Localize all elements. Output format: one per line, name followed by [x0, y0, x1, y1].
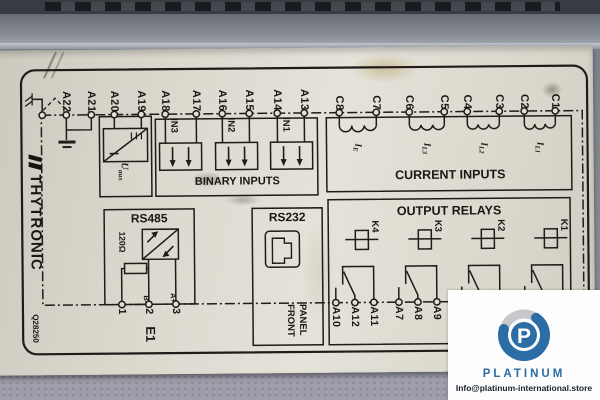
terminal-label: A22 — [60, 91, 73, 114]
aux-supply-box — [98, 115, 153, 198]
terminal-label: A7 — [392, 306, 406, 321]
front-panel-box — [251, 207, 325, 347]
binary-inputs-box — [154, 115, 319, 198]
current-inputs-box — [325, 113, 573, 193]
termination-resistor-value: 120Ω — [117, 231, 128, 253]
jumper-link — [42, 97, 67, 111]
brand-name: THYTRONIC — [26, 174, 45, 271]
rs485-box — [103, 208, 196, 306]
terminal-label: C8 — [333, 95, 346, 111]
terminal-label: A19 — [135, 90, 148, 113]
terminal-label: A12 — [348, 306, 362, 328]
transceiver-arrowheads-icon — [151, 231, 170, 258]
ct-label: IE — [351, 143, 363, 152]
watermark-email: Info@platinum-international.store — [455, 383, 593, 393]
rs232-title: RS232 — [268, 209, 306, 225]
ct-label: IL2 — [477, 142, 489, 154]
label-code: Q28250 — [30, 314, 41, 343]
terminal-label: C3 — [493, 94, 506, 110]
thytronic-logo-icon — [28, 154, 42, 171]
relay-name: K3 — [432, 219, 444, 233]
input-arrowheads-icon — [169, 158, 303, 168]
terminal-label: A14 — [271, 89, 284, 112]
terminal-label: A21 — [85, 91, 98, 113]
terminal-label: C5 — [438, 94, 451, 110]
terminal-label: A10 — [329, 306, 343, 328]
transceiver-icon — [141, 228, 180, 261]
chassis-band — [0, 14, 600, 46]
relay-name: K1 — [558, 218, 570, 231]
terminal-label: A15 — [243, 89, 256, 112]
current-inputs-title: CURRENT INPUTS — [395, 167, 506, 183]
watermark-box: P PLATINUM Info@platinum-international.s… — [448, 290, 600, 400]
binary-inputs-title: BINARY INPUTS — [194, 175, 280, 188]
aux-voltage-label: Uaux — [116, 162, 130, 181]
rs485-title: RS485 — [130, 211, 168, 226]
ct-label: IL1 — [533, 141, 545, 154]
terminal-label: C6 — [403, 94, 416, 111]
terminal-label: A18 — [159, 90, 172, 113]
terminal-label: C7 — [370, 95, 383, 111]
termination-resistor-icon — [123, 262, 148, 275]
terminal-label: A11 — [367, 306, 381, 327]
terminal-label: C2 — [518, 93, 531, 110]
terminal-label: C4 — [461, 94, 474, 110]
binary-input-label: IN3 — [168, 118, 180, 133]
terminal-label: C1 — [549, 93, 562, 109]
rs485-pin-b-label: B- — [141, 295, 151, 304]
rs485-port-name: E1 — [143, 326, 159, 343]
relay-name: K2 — [495, 219, 507, 232]
terminal-label: A17 — [190, 90, 203, 112]
rs485-pin-number: 1 — [115, 308, 128, 315]
output-relays-title: OUTPUT RELAYS — [396, 203, 502, 219]
input-arrows-icon — [171, 145, 301, 162]
rs485-pin-number: 3 — [169, 308, 182, 315]
svg-text:P: P — [517, 325, 531, 348]
binary-input-label: IN1 — [280, 117, 292, 132]
earth-ground-icon — [58, 117, 93, 149]
ct-coil-icon — [338, 123, 557, 133]
terminal-label: A16 — [216, 89, 229, 112]
relay-coil-icon — [345, 227, 568, 251]
front-panel-label: FRONT PANEL — [284, 303, 309, 337]
terminal-label: A13 — [298, 89, 311, 112]
chassis-ground-icon — [24, 93, 43, 113]
enclosure-boundary — [40, 109, 585, 307]
rs485-pin-a-label: A+ — [168, 293, 178, 304]
terminal-label: A20 — [108, 90, 121, 113]
binary-input-label: IN2 — [225, 117, 237, 133]
rs232-port-icon — [264, 230, 301, 269]
terminal-label: A9 — [430, 305, 444, 321]
vent-slots — [45, 2, 560, 11]
platinum-logo-icon: P — [498, 309, 550, 361]
chassis-top-strip — [0, 0, 600, 14]
label-border — [19, 64, 591, 356]
ac-marks-icon — [130, 132, 143, 140]
ct-label: IL3 — [420, 142, 432, 155]
chassis-highlight-edge — [0, 43, 600, 49]
relay-name: K4 — [369, 220, 381, 233]
watermark-brand: PLATINUM — [482, 368, 566, 380]
terminal-label: A8 — [411, 305, 425, 321]
